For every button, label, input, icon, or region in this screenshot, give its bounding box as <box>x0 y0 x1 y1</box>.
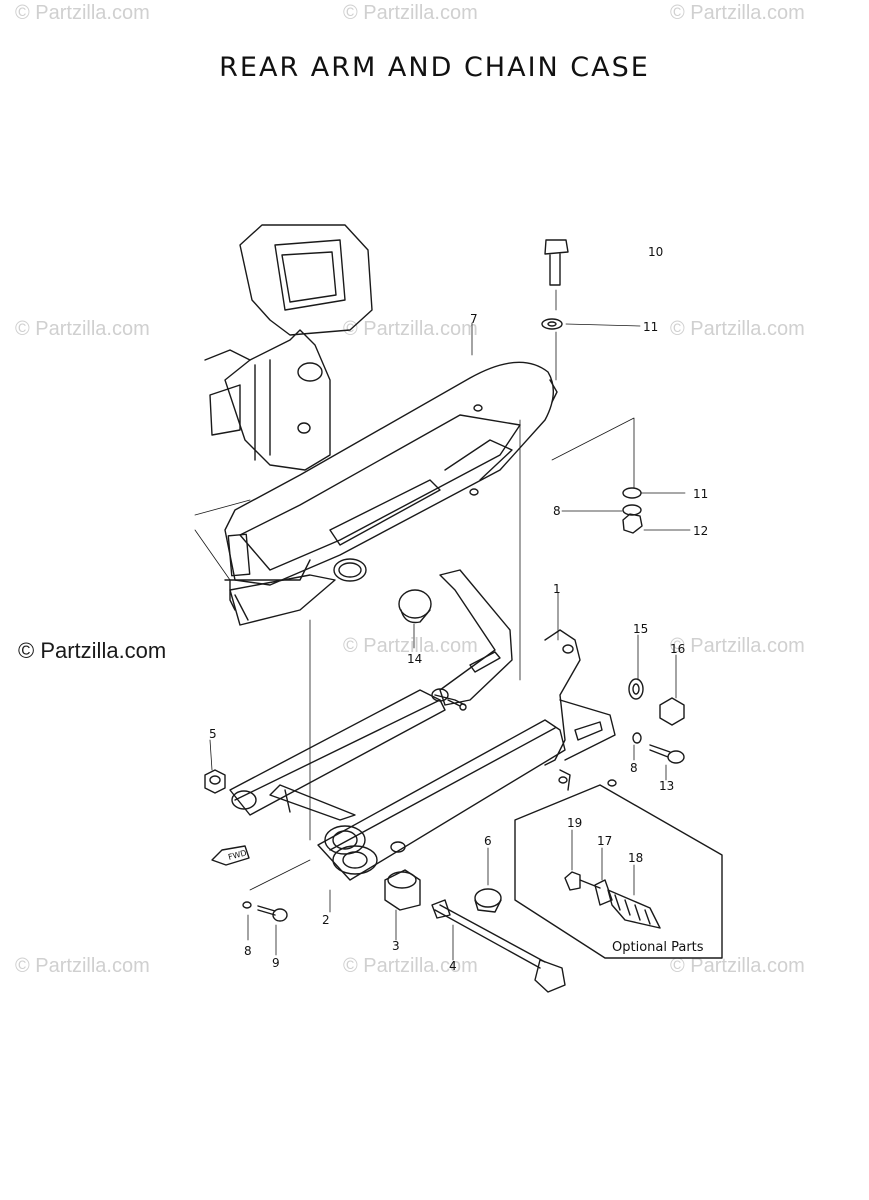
watermark: © Partzilla.com <box>15 955 150 977</box>
fwd-arrow-icon <box>211 845 250 866</box>
page-title: REAR ARM AND CHAIN CASE <box>219 52 650 83</box>
callout-8: 8 <box>630 761 638 775</box>
callout-9: 9 <box>272 956 280 970</box>
callout-2: 2 <box>322 913 330 927</box>
callout-1: 1 <box>553 582 561 596</box>
callout-6: 6 <box>484 834 492 848</box>
callout-13: 13 <box>659 779 675 793</box>
watermark: © Partzilla.com <box>343 955 478 977</box>
callout-10: 10 <box>648 245 664 259</box>
watermark: © Partzilla.com <box>670 955 805 977</box>
watermark: © Partzilla.com <box>670 2 805 24</box>
pivot-bolt <box>431 899 566 993</box>
callout-18: 18 <box>628 851 644 865</box>
optional-parts-label: Optional Parts <box>612 940 704 955</box>
callout-4: 4 <box>449 959 457 973</box>
nut-5 <box>204 769 226 794</box>
watermark: © Partzilla.com <box>343 318 478 340</box>
callout-12: 12 <box>693 524 709 538</box>
watermark: © Partzilla.com <box>670 635 805 657</box>
callout-16: 16 <box>670 642 686 656</box>
watermark: © Partzilla.com <box>15 2 150 24</box>
watermark: © Partzilla.com <box>343 635 478 657</box>
watermark: © Partzilla.com <box>670 318 805 340</box>
watermark-logo: © Partzilla.com <box>18 638 167 663</box>
spacer <box>384 869 421 911</box>
callout-11: 11 <box>643 320 659 334</box>
fasteners-upper <box>541 239 643 534</box>
callout-11: 11 <box>693 487 709 501</box>
bolt-9 <box>242 901 288 922</box>
chain-case <box>224 361 558 626</box>
callout-19: 19 <box>567 816 583 830</box>
watermark: © Partzilla.com <box>15 318 150 340</box>
callout-15: 15 <box>633 622 649 636</box>
callout-17: 17 <box>597 834 613 848</box>
fasteners-right <box>628 678 685 764</box>
watermark: © Partzilla.com <box>343 2 478 24</box>
grommet <box>398 589 432 624</box>
rear-arm <box>229 569 617 881</box>
callout-8: 8 <box>553 504 561 518</box>
frame-section <box>204 224 373 471</box>
optional-parts-box <box>514 784 723 959</box>
callout-14: 14 <box>407 652 423 666</box>
callout-8: 8 <box>244 944 252 958</box>
callout-7: 7 <box>470 312 478 326</box>
callout-3: 3 <box>392 939 400 953</box>
cap <box>474 888 502 913</box>
leader-lines <box>194 289 691 961</box>
callout-5: 5 <box>209 727 217 741</box>
